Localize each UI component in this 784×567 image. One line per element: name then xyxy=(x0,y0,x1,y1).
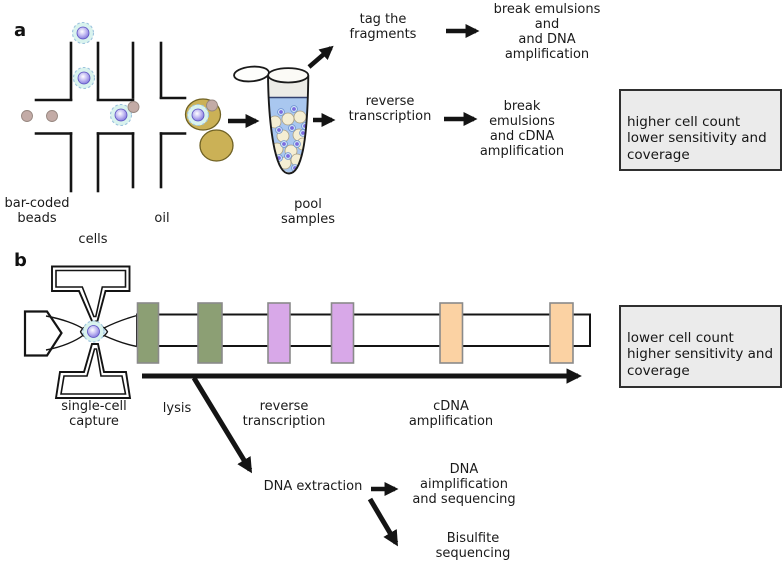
single-cell-capture-label: single-cell capture xyxy=(61,399,127,430)
lysis-label: lysis xyxy=(162,401,192,416)
tube-lid-icon xyxy=(233,65,270,83)
cells-label: cells xyxy=(78,232,108,247)
tag-fragments-label: tag the fragments xyxy=(349,12,417,43)
break-emulsions-dna-label: break emulsions and and DNA amplificatio… xyxy=(493,2,601,63)
cell-icon xyxy=(71,21,95,45)
bisulfite-sequencing-label: Bisulfite sequencing xyxy=(435,531,511,562)
lysis-zone-rect xyxy=(136,302,160,364)
cdna-zone-rect xyxy=(439,302,464,364)
tube-icon xyxy=(233,65,310,175)
bead-icon xyxy=(21,110,33,122)
panel-b-label: b xyxy=(14,250,27,271)
cell-icon xyxy=(72,66,96,90)
cdna-zone-rect xyxy=(549,302,574,364)
dna-sequencing-label: DNA aimplification and sequencing xyxy=(412,462,516,508)
barcoded-beads-label: bar-coded beads xyxy=(4,196,70,227)
bead-icon xyxy=(46,110,58,122)
captured-cell-icon xyxy=(82,320,105,343)
arrow-to-bisulfite xyxy=(367,497,399,547)
pool-samples-label: pool samples xyxy=(280,197,336,228)
dna-extraction-label: DNA extraction xyxy=(263,479,363,494)
panel-a-summary-text: higher cell count lower sensitivity and … xyxy=(627,113,767,163)
arrow-to-dna-extraction xyxy=(191,376,253,474)
capture-device-icon xyxy=(23,265,138,399)
rt-zone-rect xyxy=(330,302,355,364)
reverse-transcription-b-label: reverse transcription xyxy=(242,399,326,430)
panel-a-summary-box: higher cell count lower sensitivity and … xyxy=(619,89,782,171)
oil-label: oil xyxy=(154,211,170,226)
break-emulsions-cdna-label: break emulsions and cDNA amplification xyxy=(479,99,565,160)
rt-zone-rect xyxy=(267,302,291,364)
lysis-zone-rect xyxy=(197,302,223,364)
panel-b-summary-box: lower cell count higher sensitivity and … xyxy=(619,305,782,388)
bead-icon xyxy=(127,101,140,113)
droplet-icon xyxy=(184,98,222,131)
droplet-generator-channels xyxy=(34,41,187,193)
reverse-transcription-a-label: reverse transcription xyxy=(348,94,432,125)
cdna-amplification-label: cDNA amplification xyxy=(408,399,494,430)
arrow-tube-to-tag xyxy=(307,45,334,69)
panel-a-label: a xyxy=(14,20,27,41)
droplet-icon xyxy=(199,129,234,162)
panel-b-summary-text: lower cell count higher sensitivity and … xyxy=(627,329,774,379)
